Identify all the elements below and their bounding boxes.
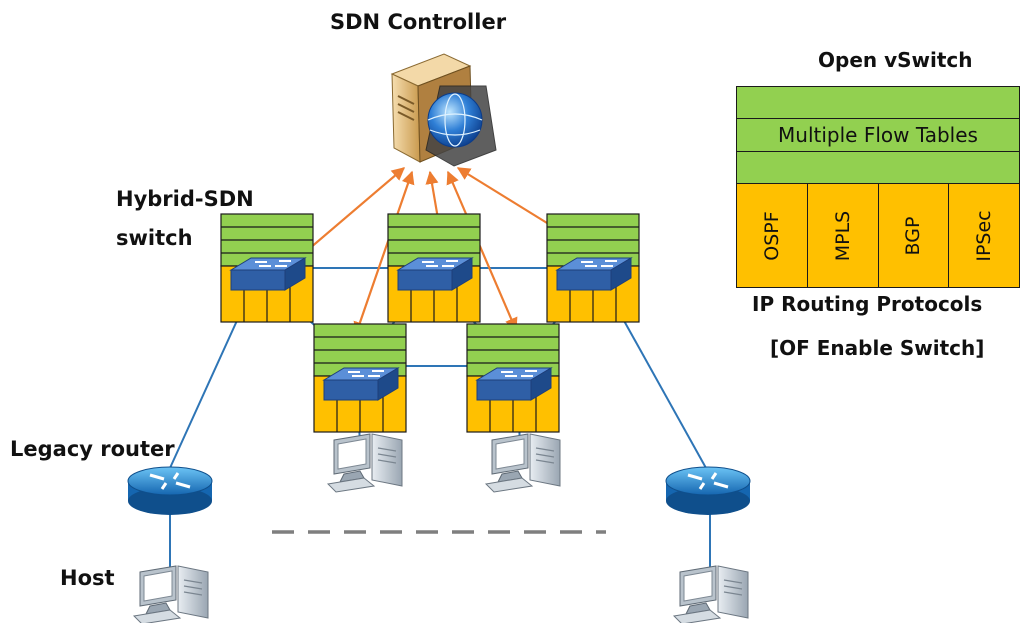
host-pc-4-icon — [672, 565, 749, 623]
controller-arrows — [294, 167, 596, 336]
host-pc-3-icon — [132, 565, 209, 623]
hosts — [132, 433, 749, 623]
hybrid-switch-2 — [387, 213, 481, 323]
arrow-sw4 — [353, 170, 415, 336]
protocol-cell-ospf: OSPF — [737, 184, 808, 287]
flow-tables-label: Multiple Flow Tables — [778, 123, 978, 147]
flow-table-row-middle: Multiple Flow Tables — [737, 119, 1019, 152]
host-pc-1-icon — [326, 433, 403, 493]
controller-label: SDN Controller — [330, 10, 507, 34]
protocol-cell-bgp: BGP — [879, 184, 950, 287]
ip-routing-caption: IP Routing Protocols — [752, 292, 983, 316]
host-label: Host — [60, 566, 115, 590]
host-pc-2-icon — [484, 433, 561, 493]
legacy-router-left-icon — [127, 466, 213, 515]
hybrid-switch-label-line1: Hybrid-SDN — [116, 187, 254, 211]
legacy-router-label: Legacy router — [10, 437, 175, 461]
controller-server-icon — [390, 53, 497, 167]
flow-table-row-top — [737, 87, 1019, 119]
legacy-router-right-icon — [665, 466, 751, 515]
protocol-cell-mpls: MPLS — [808, 184, 879, 287]
hybrid-switch-3 — [546, 213, 640, 323]
of-enable-caption: [OF Enable Switch] — [770, 336, 985, 360]
hybrid-switches — [220, 213, 640, 433]
ovs-stack: Multiple Flow Tables OSPF MPLS BGP IPSec — [736, 86, 1020, 288]
protocol-cell-ipsec: IPSec — [973, 209, 996, 262]
protocol-row: OSPF MPLS BGP IPSec — [737, 184, 1019, 287]
flow-table-row-bottom — [737, 152, 1019, 184]
hybrid-switch-4 — [313, 323, 407, 433]
hybrid-switch-1 — [220, 213, 314, 323]
hybrid-switch-5 — [466, 323, 560, 433]
hybrid-switch-label-line2: switch — [116, 226, 193, 250]
ovs-title: Open vSwitch — [818, 48, 973, 72]
